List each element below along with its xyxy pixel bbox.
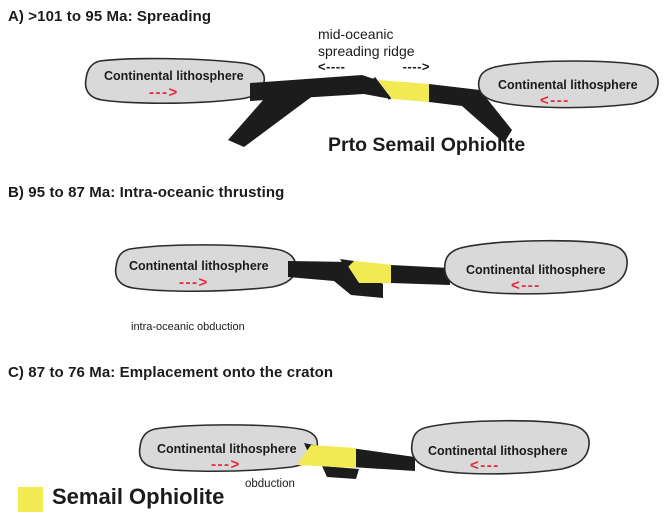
ophiolite-a-shape: [378, 80, 429, 102]
continent-a-right-label: Continental lithosphere: [498, 78, 638, 92]
continent-a-left-shape: [84, 57, 266, 105]
ophiolite-c-shape: [297, 445, 356, 468]
oceanic-slab-a-right-shape: [429, 84, 512, 143]
continent-b-right-label: Continental lithosphere: [466, 263, 606, 277]
continent-a-left-label: Continental lithosphere: [104, 69, 244, 83]
legend-swatch: [18, 487, 43, 512]
continent-c-left-shape: [138, 424, 319, 473]
proto-semail-ophiolite-label: Prto Semail Ophiolite: [328, 134, 526, 156]
continent-a-right-shape: [477, 60, 659, 109]
plate-motion-arrow-c-left: --->: [211, 456, 241, 473]
ophiolite-b-shape: [344, 260, 394, 283]
plate-motion-arrow-b-left: --->: [179, 274, 209, 291]
ridge-label-line1: mid-oceanic: [318, 26, 394, 42]
oceanic-wedge-c-shape: [322, 466, 359, 479]
continent-b-right-shape: [443, 239, 628, 295]
ridge-arrow-right: ---->: [402, 59, 430, 74]
plate-motion-arrow-a-right: <---: [540, 92, 570, 109]
ridge-arrow-left: <----: [318, 59, 346, 74]
oceanic-slab-a-left-shape: [250, 75, 391, 101]
intra-oceanic-obduction-label: intra-oceanic obduction: [131, 321, 245, 333]
continent-b-left-shape: [114, 244, 297, 293]
panel-c-title: C) 87 to 76 Ma: Emplacement onto the cra…: [8, 364, 334, 381]
obduction-label: obduction: [245, 478, 295, 490]
plate-motion-arrow-b-right: <---: [511, 277, 541, 294]
oceanic-wedge-a-left-shape: [228, 95, 314, 147]
ridge-arrows: <---- ---->: [318, 59, 430, 75]
oceanic-slab-b-right-shape: [391, 265, 450, 285]
plate-motion-arrow-c-right: <---: [470, 457, 500, 474]
continent-c-left-label: Continental lithosphere: [157, 442, 297, 456]
thrust-tip-b-shape: [340, 259, 354, 269]
panel-a-title: A) >101 to 95 Ma: Spreading: [8, 8, 212, 25]
legend-label: Semail Ophiolite: [52, 484, 225, 509]
plate-motion-arrow-a-left: --->: [149, 84, 179, 101]
continent-c-right-shape: [410, 419, 590, 475]
ridge-sliver-a-shape: [372, 77, 392, 100]
underthrust-plate-b-shape: [288, 261, 383, 298]
continent-b-left-label: Continental lithosphere: [129, 259, 269, 273]
panel-b-title: B) 95 to 87 Ma: Intra-oceanic thrusting: [8, 184, 285, 201]
ridge-label-line2: spreading ridge: [318, 43, 415, 59]
oceanic-slab-c-shape: [351, 448, 415, 471]
continent-c-right-label: Continental lithosphere: [428, 444, 568, 458]
ridge-label: mid-oceanic spreading ridge: [318, 26, 415, 60]
